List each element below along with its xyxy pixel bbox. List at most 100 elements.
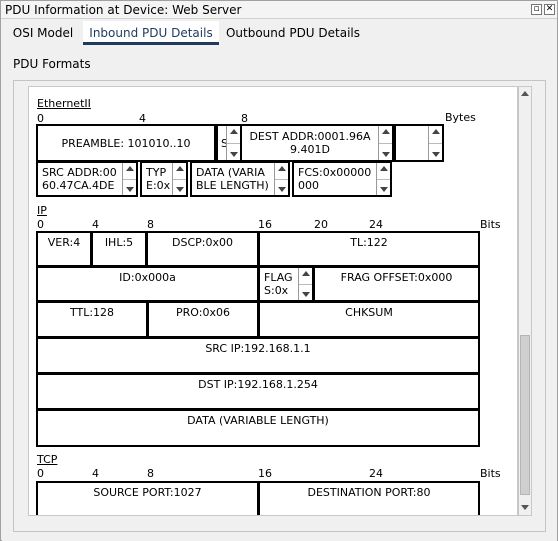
field-text: TYP E:0x (146, 166, 171, 192)
spin-down-icon[interactable] (176, 187, 184, 192)
ip-ihl-field: IHL:5 (91, 231, 147, 267)
eth-units: Bytes (445, 111, 476, 124)
close-icon[interactable]: ✕ (544, 4, 555, 15)
ip-ttl-field: TTL:128 (36, 301, 148, 338)
scroll-down-icon[interactable] (521, 505, 529, 510)
sfd-spinner[interactable] (226, 126, 240, 160)
tab-outbound-pdu-details[interactable]: Outbound PDU Details (221, 21, 365, 45)
tcp-dst-port-field: DESTINATION PORT:80 (258, 481, 480, 515)
spin-down-icon[interactable] (432, 152, 440, 157)
tab-label: Outbound PDU Details (225, 26, 361, 40)
data-spinner[interactable] (274, 163, 288, 195)
ip-dscp-field: DSCP:0x00 (146, 231, 259, 267)
tcp-tick-24: 24 (369, 467, 383, 480)
overflow-spinner[interactable] (428, 126, 442, 160)
field-text: TL:122 (350, 236, 388, 249)
field-text: DST IP:192.168.1.254 (198, 378, 318, 391)
ip-units: Bits (480, 218, 501, 231)
tab-osi-model[interactable]: OSI Model (5, 21, 81, 45)
pdu-formats-group (13, 80, 546, 532)
field-text: SRC ADDR:00 60.47CA.4DE (42, 166, 117, 192)
tcp-src-port-field: SOURCE PORT:1027 (36, 481, 259, 515)
tab-label: OSI Model (12, 26, 74, 40)
restore-icon[interactable]: ▫ (531, 4, 542, 15)
ip-src-ip-field: SRC IP:192.168.1.1 (36, 337, 480, 374)
src-addr-spinner[interactable] (122, 163, 136, 195)
field-text: PREAMBLE: 101010..10 (61, 136, 191, 150)
ip-frag-offset-field: FRAG OFFSET:0x000 (313, 266, 480, 302)
field-text: FRAG OFFSET:0x000 (340, 271, 453, 284)
pdu-formats-label: PDU Formats (13, 57, 91, 71)
scroll-thumb[interactable] (520, 335, 530, 495)
spin-down-icon[interactable] (302, 292, 310, 297)
tab-inbound-pdu-details[interactable]: Inbound PDU Details (83, 21, 219, 45)
ip-id-field: ID:0x000a (36, 266, 259, 302)
tcp-tick-0: 0 (37, 467, 44, 480)
eth-preamble-field: PREAMBLE: 101010..10 (36, 124, 216, 162)
ip-tick-4: 4 (92, 218, 99, 231)
ip-tick-8: 8 (147, 218, 154, 231)
ip-flags-field[interactable]: FLAG S:0x (258, 266, 314, 302)
eth-src-addr-overflow-field[interactable] (394, 124, 444, 162)
tab-bar: OSI Model Inbound PDU Details Outbound P… (1, 21, 557, 45)
ip-pro-field: PRO:0x06 (147, 301, 259, 338)
spin-down-icon[interactable] (230, 152, 238, 157)
field-text: FLAG S:0x (264, 271, 293, 297)
ip-ver-field: VER:4 (36, 231, 92, 267)
ip-tl-field: TL:122 (258, 231, 480, 267)
field-text: DATA (VARIA BLE LENGTH) (196, 166, 269, 192)
pdu-scroll-area[interactable]: EthernetII 0 4 8 Bytes PREAMBLE: 101010.… (28, 86, 518, 516)
tcp-tick-16: 16 (258, 467, 272, 480)
title-bar: PDU Information at Device: Web Server ▫ … (1, 1, 557, 19)
field-text: DESTINATION PORT:80 (307, 486, 431, 499)
ip-tick-20: 20 (314, 218, 328, 231)
spin-down-icon[interactable] (380, 187, 388, 192)
window-title: PDU Information at Device: Web Server (5, 3, 242, 17)
field-text: DEST ADDR:0001.96A 9.401D (249, 130, 371, 156)
flags-spinner[interactable] (298, 268, 312, 300)
spin-down-icon[interactable] (382, 152, 390, 157)
spin-down-icon[interactable] (126, 187, 134, 192)
field-text: CHKSUM (345, 306, 393, 319)
eth-tick-8: 8 (241, 112, 248, 125)
field-text: VER:4 (47, 236, 81, 249)
ip-tick-0: 0 (37, 218, 44, 231)
tcp-title: TCP (37, 453, 58, 466)
spin-up-icon[interactable] (126, 166, 134, 171)
tcp-units: Bits (480, 467, 501, 480)
eth-data-field[interactable]: DATA (VARIA BLE LENGTH) (190, 161, 290, 197)
eth-tick-0: 0 (37, 112, 44, 125)
field-text: SOURCE PORT:1027 (93, 486, 202, 499)
ip-data-field: DATA (VARIABLE LENGTH) (36, 409, 480, 447)
spin-up-icon[interactable] (302, 271, 310, 276)
tcp-tick-4: 4 (92, 467, 99, 480)
ip-dst-ip-field: DST IP:192.168.1.254 (36, 373, 480, 410)
eth-dest-addr-field[interactable]: DEST ADDR:0001.96A 9.401D (240, 124, 394, 162)
spin-up-icon[interactable] (432, 129, 440, 134)
field-text: ID:0x000a (119, 271, 176, 284)
type-spinner[interactable] (172, 163, 186, 195)
ip-chksum-field: CHKSUM (258, 301, 480, 338)
eth-sfd-field[interactable]: S (216, 124, 242, 162)
fcs-spinner[interactable] (376, 163, 390, 195)
vertical-scrollbar[interactable] (518, 86, 532, 516)
field-text: IHL:5 (104, 236, 134, 249)
spin-up-icon[interactable] (230, 129, 238, 134)
field-text: DATA (VARIABLE LENGTH) (187, 414, 329, 427)
spin-up-icon[interactable] (380, 166, 388, 171)
eth-fcs-field[interactable]: FCS:0x00000 000 (292, 161, 392, 197)
spin-up-icon[interactable] (176, 166, 184, 171)
ip-tick-16: 16 (258, 218, 272, 231)
ip-title: IP (37, 204, 47, 217)
scroll-up-icon[interactable] (521, 91, 529, 96)
spin-up-icon[interactable] (278, 166, 286, 171)
spin-down-icon[interactable] (278, 187, 286, 192)
field-text: TTL:128 (69, 306, 115, 319)
spin-up-icon[interactable] (382, 129, 390, 134)
ethernet-title: EthernetII (37, 97, 91, 110)
dest-addr-spinner[interactable] (378, 126, 392, 160)
eth-src-addr-field[interactable]: SRC ADDR:00 60.47CA.4DE (36, 161, 138, 197)
field-text: DSCP:0x00 (172, 236, 233, 249)
eth-type-field[interactable]: TYP E:0x (140, 161, 188, 197)
